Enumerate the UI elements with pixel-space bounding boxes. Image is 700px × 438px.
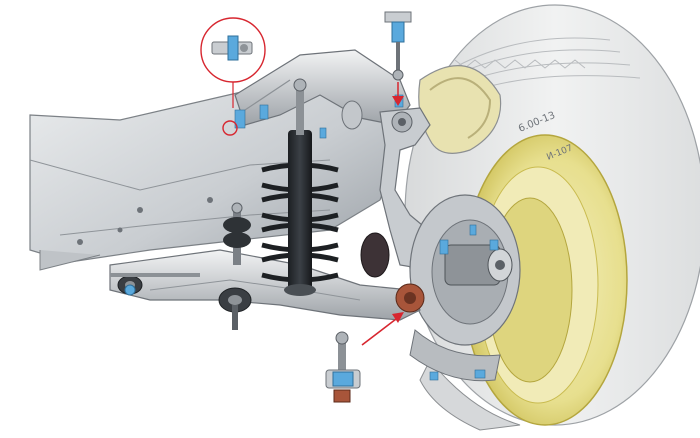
stabilizer-link: [223, 202, 251, 265]
upper-ball-joint-exploded-view: [384, 11, 412, 106]
lower-ball-joint-exploded-view: [325, 331, 361, 403]
wheel-fittings: [429, 369, 486, 381]
lower-ball-joint: [395, 283, 425, 313]
magnifier-callout: [200, 17, 266, 136]
pointer-arrow: [361, 312, 404, 346]
tie-rod: [110, 273, 200, 296]
shock-absorber: [284, 78, 316, 296]
lower-control-arm: [109, 249, 425, 330]
brake-drum-hub: [409, 194, 521, 382]
lower-arm-bushing: [218, 287, 252, 330]
bump-stop: [360, 232, 390, 278]
upper-control-arm: [234, 49, 411, 130]
